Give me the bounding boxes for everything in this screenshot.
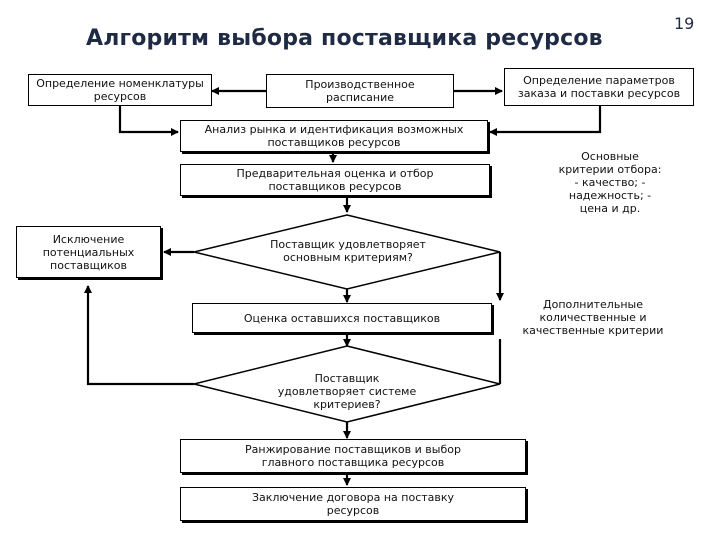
box-order-params-text: Определение параметров заказа и поставки… xyxy=(517,74,681,100)
box-exclusion: Исключение потенциальных поставщиков xyxy=(16,226,161,278)
page-number: 19 xyxy=(674,14,695,33)
box-contract-text: Заключение договора на поставку ресурсов xyxy=(251,491,455,517)
box-ranking-text: Ранжирование поставщиков и выбор главног… xyxy=(245,443,461,469)
box-evaluate-remaining-text: Оценка оставшихся поставщиков xyxy=(243,311,441,325)
arrow-params-to-analysis xyxy=(489,106,602,136)
box-ranking: Ранжирование поставщиков и выбор главног… xyxy=(180,439,526,473)
page-title: Алгоритм выбора поставщика ресурсов xyxy=(86,26,603,51)
box-prelim-evaluation-text: Предварительная оценка и отбор поставщик… xyxy=(236,167,434,193)
decision-system-diamond xyxy=(193,345,501,423)
note-basic-criteria: Основные критерии отбора: - качество; - … xyxy=(558,150,662,215)
note-additional-criteria: Дополнительные количественные и качестве… xyxy=(522,298,664,337)
box-exclusion-text: Исключение потенциальных поставщиков xyxy=(42,232,135,272)
decision-basic-label: Поставщик удовлетворяет основным критери… xyxy=(270,238,426,264)
box-contract: Заключение договора на поставку ресурсов xyxy=(180,487,526,521)
box-market-analysis: Анализ рынка и идентификация возможных п… xyxy=(180,120,488,152)
box-production-schedule: Производственное расписание xyxy=(266,74,454,108)
box-market-analysis-text: Анализ рынка и идентификация возможных п… xyxy=(204,123,464,149)
arrow-nomenclature-to-analysis xyxy=(118,106,179,136)
box-order-params: Определение параметров заказа и поставки… xyxy=(504,68,694,106)
box-nomenclature: Определение номенклатуры ресурсов xyxy=(28,74,212,106)
box-prelim-evaluation: Предварительная оценка и отбор поставщик… xyxy=(180,164,490,196)
decision-system-label: Поставщик удовлетворяет системе критерие… xyxy=(277,372,417,411)
box-nomenclature-text: Определение номенклатуры ресурсов xyxy=(36,77,204,103)
box-evaluate-remaining: Оценка оставшихся поставщиков xyxy=(192,303,492,333)
arrow-decision2-to-exclusion xyxy=(84,285,194,386)
box-production-schedule-text: Производственное расписание xyxy=(305,78,415,104)
decision-basic-diamond xyxy=(193,214,501,290)
